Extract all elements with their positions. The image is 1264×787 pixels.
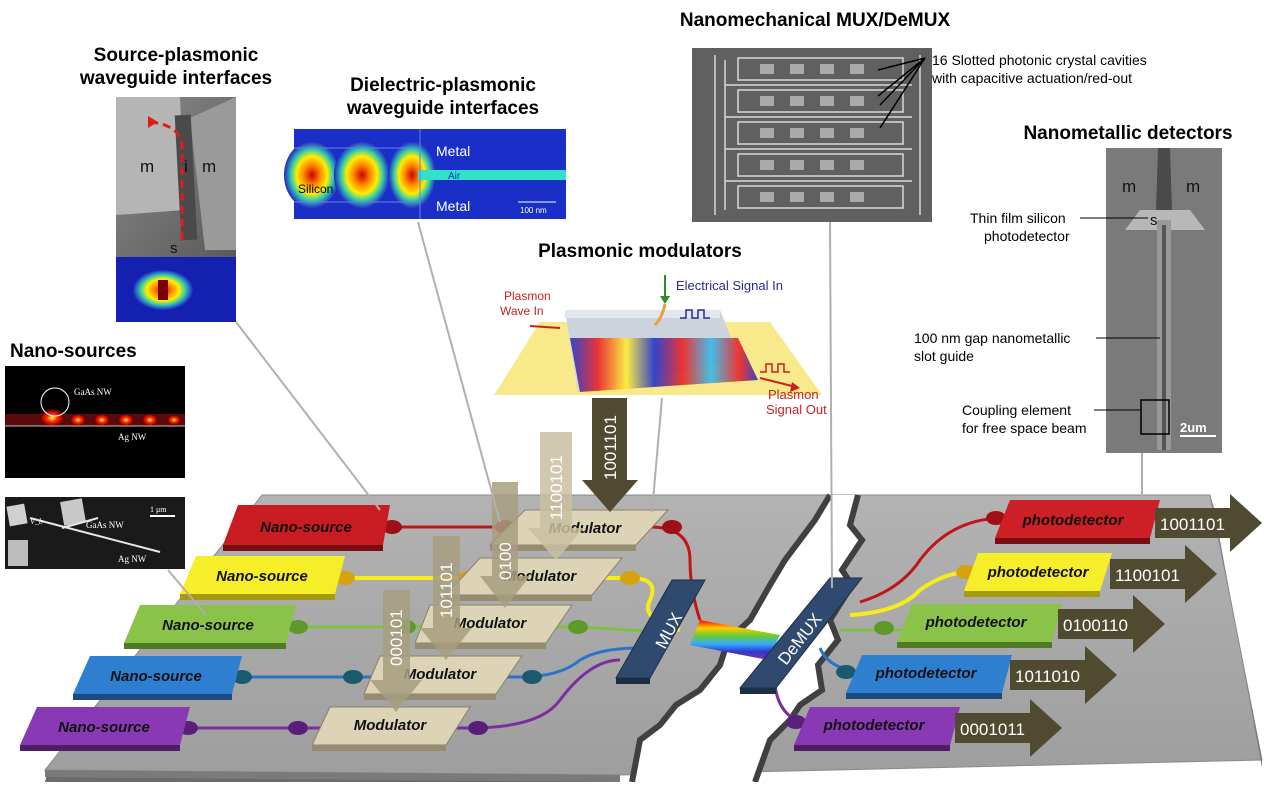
output-arrow-2: 1100101: [1110, 545, 1217, 603]
modulator-label: Modulator: [404, 666, 478, 683]
detector-note-coupling-1: Coupling element: [962, 402, 1071, 418]
input-code: 1100101: [547, 455, 566, 520]
svg-text:Plasmon: Plasmon: [504, 289, 551, 303]
output-arrow-5: 0001011: [955, 699, 1062, 757]
nano-source-green: Nano-source: [124, 605, 296, 649]
svg-text:Ag NW: Ag NW: [118, 432, 147, 442]
modulator-5: Modulator: [311, 706, 471, 751]
nano-source-red: Nano-source: [223, 505, 390, 551]
nano-source-purple: Nano-source: [20, 707, 190, 751]
callout-lines: [167, 221, 1143, 616]
svg-text:1 μm: 1 μm: [150, 505, 167, 514]
svg-text:m: m: [140, 157, 154, 176]
output-code: 0100110: [1063, 616, 1128, 635]
svg-text:m: m: [202, 157, 216, 176]
svg-text:Signal Out: Signal Out: [766, 402, 827, 417]
input-arrow-4: 101101: [420, 536, 472, 660]
svg-text:s: s: [170, 240, 178, 257]
svg-text:i: i: [184, 157, 188, 176]
nano-source-label: Nano-source: [162, 617, 254, 634]
input-code: 1001101: [601, 415, 620, 480]
output-arrow-3: 0100110: [1058, 595, 1165, 653]
mux-note-line1: 16 Slotted photonic crystal cavities: [932, 52, 1147, 68]
nano-source-yellow: Nano-source: [180, 556, 345, 600]
input-arrow-2: 1100101: [528, 432, 584, 560]
waveguide-red-out: [859, 516, 1001, 604]
mux-note-line2: with capacitive actuation/red-out: [932, 70, 1132, 86]
heading-source-plasmonic: Source-plasmonic waveguide interfaces: [79, 45, 273, 89]
svg-text:GaAs NW: GaAs NW: [74, 387, 112, 397]
input-code: 0100: [496, 542, 515, 580]
nano-source-label: Nano-source: [216, 568, 308, 585]
mux-demux-bridge: [690, 620, 780, 660]
modulator-illustration: Electrical Signal In Plasmon Wave In Pla…: [494, 275, 827, 417]
svg-text:V_b: V_b: [30, 517, 43, 526]
waveguide-yellow-out: [849, 570, 971, 617]
input-arrow-3: 0100: [480, 482, 530, 608]
svg-text:m: m: [1122, 177, 1136, 196]
svg-text:Metal: Metal: [436, 143, 470, 159]
nano-source-label: Nano-source: [110, 668, 202, 685]
heading-nanometallic-detectors: Nanometallic detectors: [1023, 123, 1233, 144]
heading-mux-demux: Nanomechanical MUX/DeMUX: [679, 10, 951, 31]
svg-text:GaAs NW: GaAs NW: [86, 520, 124, 530]
svg-text:2um: 2um: [1180, 420, 1207, 435]
detector-note-gap-2: slot guide: [914, 348, 974, 364]
svg-text:Silicon: Silicon: [298, 182, 333, 196]
photodetector-label: photodetector: [987, 564, 1090, 581]
nanosource-image-bottom: GaAs NW Ag NW 1 μm V_b: [5, 497, 185, 569]
output-code: 0001011: [960, 720, 1025, 739]
svg-text:Plasmon: Plasmon: [768, 387, 819, 402]
photodetector-blue: photodetector: [846, 655, 1012, 699]
modulator-label: Modulator: [454, 615, 528, 632]
output-code: 1100101: [1115, 566, 1180, 585]
output-arrow-4: 1011010: [1010, 646, 1117, 704]
heading-plasmonic-modulators: Plasmonic modulators: [538, 241, 742, 262]
nanosource-image-top: GaAs NW Ag NW: [5, 366, 185, 478]
detector-note-thin-film-1: Thin film silicon: [970, 210, 1066, 226]
detector-note-thin-film-2: photodetector: [984, 228, 1070, 244]
detector-note-coupling-2: for free space beam: [962, 420, 1087, 436]
nano-source-label: Nano-source: [58, 719, 150, 736]
svg-text:Metal: Metal: [436, 198, 470, 214]
photodetector-label: photodetector: [875, 665, 978, 682]
heading-nano-sources: Nano-sources: [10, 341, 137, 362]
input-code: 000101: [387, 609, 406, 666]
photodetector-red: photodetector: [995, 500, 1160, 544]
output-code: 1011010: [1015, 667, 1080, 686]
svg-text:Electrical Signal In: Electrical Signal In: [676, 278, 783, 293]
svg-text:Ag NW: Ag NW: [118, 554, 147, 564]
dielectric-plasmonic-image: Metal Air Silicon Metal 100 nm: [284, 129, 566, 219]
heading-dielectric-plasmonic: Dielectric-plasmonic waveguide interface…: [346, 75, 540, 119]
nano-source-blue: Nano-source: [73, 656, 242, 700]
svg-text:Wave In: Wave In: [500, 304, 544, 318]
detector-note-gap-1: 100 nm gap nanometallic: [914, 330, 1071, 346]
input-arrow-1: 1001101: [582, 398, 638, 512]
photodetector-label: photodetector: [823, 717, 926, 734]
photodetector-label: photodetector: [1022, 512, 1125, 529]
svg-text:Air: Air: [448, 171, 461, 182]
modulator-label: Modulator: [354, 717, 428, 734]
input-code: 101101: [437, 563, 456, 618]
input-arrow-5: 000101: [370, 590, 422, 712]
photodetector-yellow: photodetector: [964, 553, 1112, 597]
detector-sem-image: m m s 2um: [1080, 148, 1222, 453]
source-plasmonic-image: m i m s: [116, 97, 236, 322]
output-arrow-1: 1001101: [1155, 494, 1262, 552]
photodetector-purple: photodetector: [794, 707, 960, 751]
mux-sem-image: [692, 48, 932, 222]
photodetector-label: photodetector: [925, 614, 1028, 631]
nano-source-label: Nano-source: [260, 519, 352, 536]
output-code: 1001101: [1160, 515, 1225, 534]
svg-text:100 nm: 100 nm: [520, 206, 547, 215]
photodetector-green: photodetector: [897, 604, 1062, 648]
svg-text:m: m: [1186, 177, 1200, 196]
svg-text:s: s: [1150, 212, 1158, 229]
